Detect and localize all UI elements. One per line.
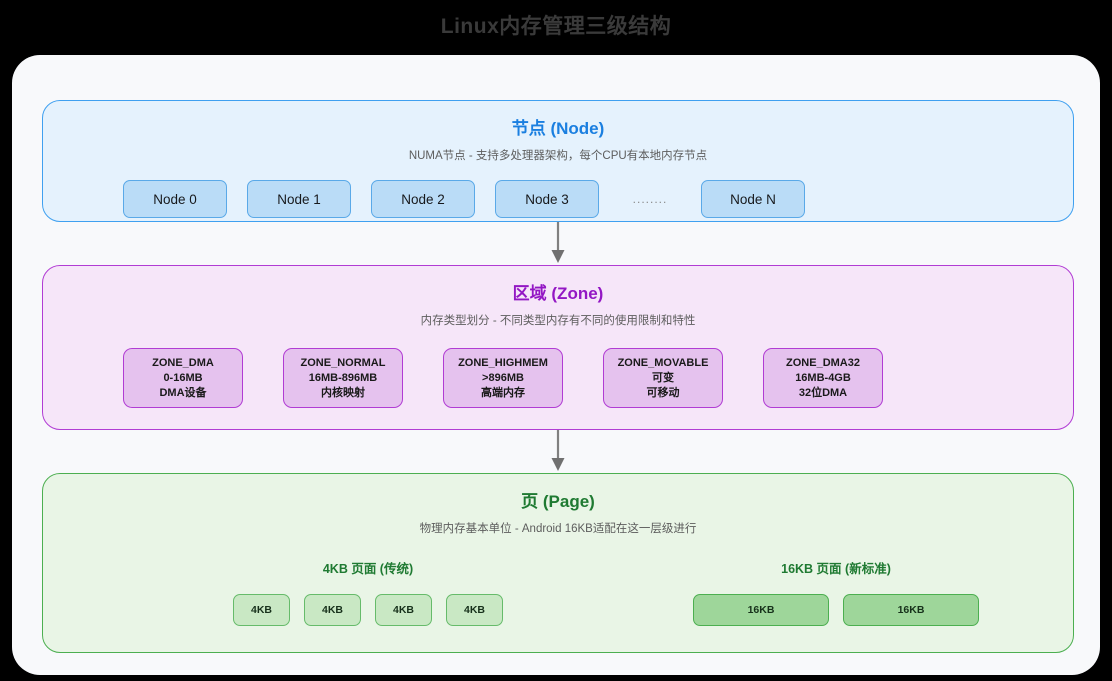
zone-desc: 内核映射 (321, 386, 365, 399)
node-list: Node 0 Node 1 Node 2 Node 3 ........ Nod… (43, 180, 1073, 218)
page-blocks-16kb: 16KB 16KB (693, 594, 979, 626)
arrow-node-to-zone (42, 222, 1074, 265)
page-block-16kb-1[interactable]: 16KB (843, 594, 979, 626)
page-group-4kb: 4KB 页面 (传统) 4KB 4KB 4KB 4KB (233, 558, 503, 626)
zone-range: 16MB-896MB (308, 371, 378, 384)
node-item-2[interactable]: Node 2 (371, 180, 475, 218)
zone-range: 16MB-4GB (795, 371, 851, 384)
level-subtitle-node: NUMA节点 - 支持多处理器架构，每个CPU有本地内存节点 (408, 150, 708, 162)
node-item-n[interactable]: Node N (701, 180, 805, 218)
zone-desc: DMA设备 (159, 386, 207, 399)
level-subtitle-zone: 内存类型划分 - 不同类型内存有不同的使用限制和特性 (420, 315, 696, 327)
page-group-16kb: 16KB 页面 (新标准) 16KB 16KB (693, 558, 979, 626)
level-title-zone: 区域 (Zone) (512, 284, 604, 303)
zone-item-highmem[interactable]: ZONE_HIGHMEM >896MB 高端内存 (443, 348, 563, 408)
page-group-label-4kb: 4KB 页面 (传统) (322, 562, 414, 576)
zone-name: ZONE_MOVABLE (617, 356, 709, 369)
node-item-3[interactable]: Node 3 (495, 180, 599, 218)
level-panel-zone: 区域 (Zone) 内存类型划分 - 不同类型内存有不同的使用限制和特性 ZON… (42, 265, 1074, 430)
level-title-page: 页 (Page) (521, 492, 595, 511)
node-item-1[interactable]: Node 1 (247, 180, 351, 218)
zone-name: ZONE_HIGHMEM (458, 356, 548, 369)
zone-list: ZONE_DMA 0-16MB DMA设备 ZONE_NORMAL 16MB-8… (43, 348, 1073, 408)
page-block-4kb-2[interactable]: 4KB (375, 594, 432, 626)
node-ellipsis: ........ (632, 192, 668, 206)
zone-name: ZONE_DMA32 (786, 356, 860, 369)
diagram-card: 节点 (Node) NUMA节点 - 支持多处理器架构，每个CPU有本地内存节点… (12, 55, 1100, 675)
page-title: Linux内存管理三级结构 (440, 15, 672, 38)
level-title-node: 节点 (Node) (511, 119, 605, 138)
level-panel-page: 页 (Page) 物理内存基本单位 - Android 16KB适配在这一层级进… (42, 473, 1074, 653)
zone-item-movable[interactable]: ZONE_MOVABLE 可变 可移动 (603, 348, 723, 408)
zone-desc: 高端内存 (481, 386, 525, 399)
level-stack: 节点 (Node) NUMA节点 - 支持多处理器架构，每个CPU有本地内存节点… (42, 100, 1074, 653)
page-blocks-4kb: 4KB 4KB 4KB 4KB (233, 594, 503, 626)
page-block-16kb-0[interactable]: 16KB (693, 594, 829, 626)
page-block-4kb-3[interactable]: 4KB (446, 594, 503, 626)
zone-range: 可变 (652, 371, 674, 384)
zone-range: >896MB (482, 371, 524, 384)
zone-item-dma[interactable]: ZONE_DMA 0-16MB DMA设备 (123, 348, 243, 408)
zone-name: ZONE_DMA (152, 356, 214, 369)
page-block-4kb-1[interactable]: 4KB (304, 594, 361, 626)
zone-item-dma32[interactable]: ZONE_DMA32 16MB-4GB 32位DMA (763, 348, 883, 408)
level-panel-node: 节点 (Node) NUMA节点 - 支持多处理器架构，每个CPU有本地内存节点… (42, 100, 1074, 222)
zone-range: 0-16MB (163, 371, 203, 384)
zone-desc: 32位DMA (798, 386, 848, 399)
zone-desc: 可移动 (646, 386, 680, 399)
page-group-label-16kb: 16KB 页面 (新标准) (781, 562, 891, 576)
page-block-4kb-0[interactable]: 4KB (233, 594, 290, 626)
level-subtitle-page: 物理内存基本单位 - Android 16KB适配在这一层级进行 (419, 523, 697, 535)
arrow-zone-to-page (42, 430, 1074, 473)
page-group-list: 4KB 页面 (传统) 4KB 4KB 4KB 4KB 16KB 页面 (新标准… (43, 558, 1073, 626)
node-item-0[interactable]: Node 0 (123, 180, 227, 218)
zone-item-normal[interactable]: ZONE_NORMAL 16MB-896MB 内核映射 (283, 348, 403, 408)
zone-name: ZONE_NORMAL (300, 356, 386, 369)
